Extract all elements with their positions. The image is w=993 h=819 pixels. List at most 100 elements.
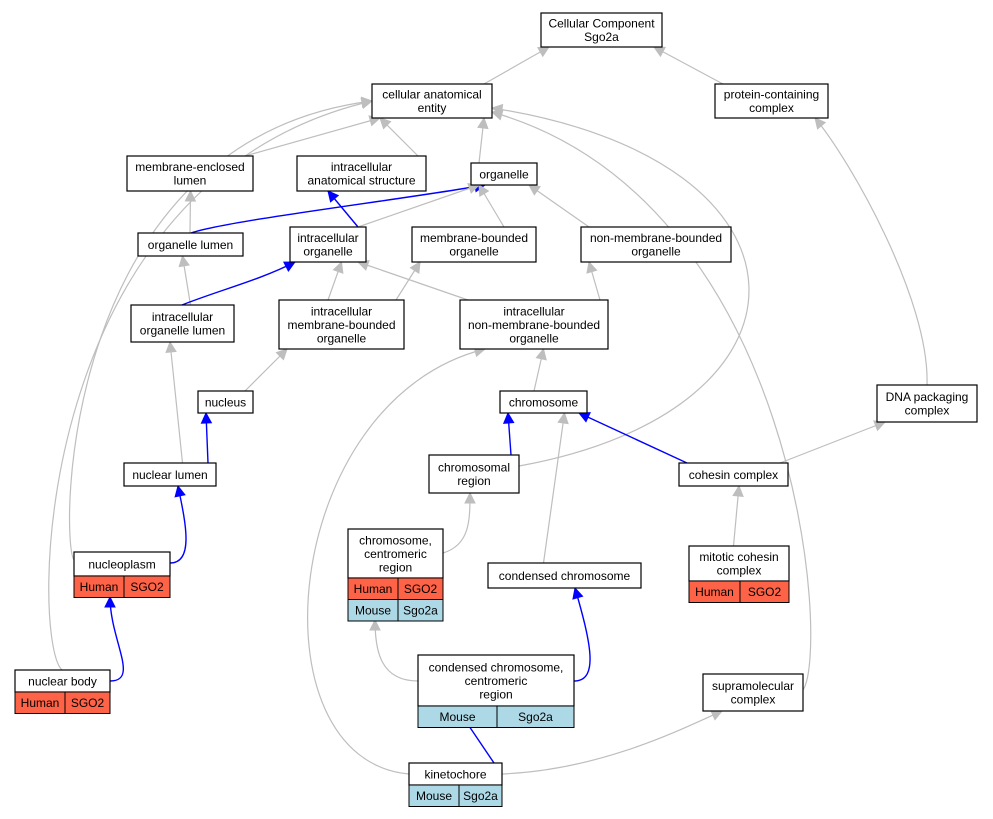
edge-nucbody-to-cae-arrowhead	[360, 97, 374, 110]
edge-cae-to-root-arrowhead	[537, 46, 550, 58]
node-label-line: chromosomal	[438, 461, 510, 475]
node-label-line: supramolecular	[712, 679, 794, 693]
node-label-line: Cellular Component	[548, 17, 655, 31]
gene-cell	[496, 705, 575, 728]
edge-nucleoplasm-to-nuclumen-arrowhead	[174, 484, 186, 498]
edge-chromcent-to-chromreg-arrowhead	[464, 491, 476, 504]
edge-kineto-to-supra-arrowhead	[710, 710, 724, 721]
edge-inmbo-to-io	[357, 261, 469, 301]
node-box	[876, 384, 978, 423]
node-label-line: organelle lumen	[140, 324, 225, 338]
node-label-line: cellular anatomical	[382, 88, 481, 102]
gene-cell	[458, 784, 503, 807]
node-box	[678, 462, 789, 487]
edge-dnapack-to-pcc-arrowhead	[814, 117, 827, 130]
go-term-node-org[interactable]: organelle	[470, 162, 538, 186]
edge-cae-to-root	[483, 46, 550, 85]
node-label-line: membrane-enclosed	[135, 160, 244, 174]
node-label-line: nuclear body	[28, 674, 97, 688]
edge-supra-to-cae-arrowhead	[490, 109, 504, 121]
node-box	[688, 545, 790, 582]
node-box	[411, 226, 537, 263]
go-term-node-nuclumen[interactable]: nuclear lumen	[123, 462, 217, 487]
node-box	[347, 528, 444, 579]
go-term-node-orglumen[interactable]: organelle lumen	[137, 232, 244, 257]
go-term-node-cohesin[interactable]: cohesin complex	[678, 462, 789, 487]
node-label-line: organelle	[449, 245, 499, 259]
node-box	[126, 155, 254, 192]
node-label-line: region	[457, 474, 490, 488]
node-label-line: protein-containing	[724, 88, 819, 102]
go-term-node-chromosome[interactable]: chromosome	[499, 390, 588, 414]
node-label-line: region	[479, 687, 512, 701]
node-label-line: organelle lumen	[148, 238, 233, 252]
edge-ccr-to-condchrom	[573, 587, 591, 682]
species-name: Human	[21, 696, 60, 710]
node-box	[197, 390, 254, 414]
gene-cell	[123, 575, 171, 598]
edge-supra-to-cae	[491, 111, 812, 691]
go-term-node-inmbo[interactable]: intracellularnon-membrane-boundedorganel…	[459, 299, 609, 350]
node-label-line: chromosome,	[359, 533, 432, 547]
node-label-line: Sgo2a	[584, 30, 619, 44]
gene-symbol: Sgo2a	[463, 789, 498, 803]
edge-ccr-to-chromcent-arrowhead	[369, 618, 381, 631]
node-label-line: entity	[418, 101, 447, 115]
species-name: Human	[695, 585, 734, 599]
edge-orglumen-to-mel-arrowhead	[184, 189, 197, 202]
node-box	[487, 562, 642, 589]
edge-kineto-to-supra	[501, 710, 723, 775]
edge-nuclumen-to-iol-arrowhead	[165, 340, 177, 354]
go-term-node-nucleus[interactable]: nucleus	[197, 390, 254, 414]
edge-nucleoplasm-to-nuclumen	[169, 485, 187, 564]
edge-nucbody-to-nucleoplasm	[109, 596, 125, 682]
node-label-line: mitotic cohesin	[699, 550, 778, 564]
node-label-line: complex	[731, 693, 776, 707]
edge-cohesin-to-chromosome-arrowhead	[577, 412, 591, 423]
go-term-node-ccr[interactable]: condensed chromosome,centromericregionMo…	[417, 654, 575, 728]
edge-mitcoh-to-cohesin-arrowhead	[732, 484, 744, 497]
edge-nmbo-to-org-arrowhead	[528, 184, 541, 196]
gene-symbol: SGO2	[71, 696, 105, 710]
edge-imbo-to-io-arrowhead	[332, 260, 344, 274]
node-label-line: nucleus	[205, 395, 246, 409]
edge-nuclumen-to-iol	[169, 341, 184, 464]
node-box	[702, 673, 804, 712]
edge-dnapack-to-pcc	[814, 117, 928, 386]
edge-nucleus-to-imbo-arrowhead	[275, 348, 288, 361]
edge-mbo-to-org-arrowhead	[478, 184, 490, 197]
edge-pcc-to-root	[653, 46, 724, 85]
node-label-line: complex	[905, 404, 950, 418]
node-label-line: organelle	[509, 331, 559, 345]
edge-iol-to-io	[181, 261, 296, 306]
node-box	[289, 226, 367, 263]
node-label-line: intracellular	[331, 160, 392, 174]
node-label-line: organelle	[303, 245, 353, 259]
edge-ias-to-cae-arrowhead	[379, 117, 392, 130]
go-term-node-condchrom[interactable]: condensed chromosome	[487, 562, 642, 589]
edge-condchrom-to-chromosome	[542, 412, 566, 564]
node-box	[499, 390, 588, 414]
